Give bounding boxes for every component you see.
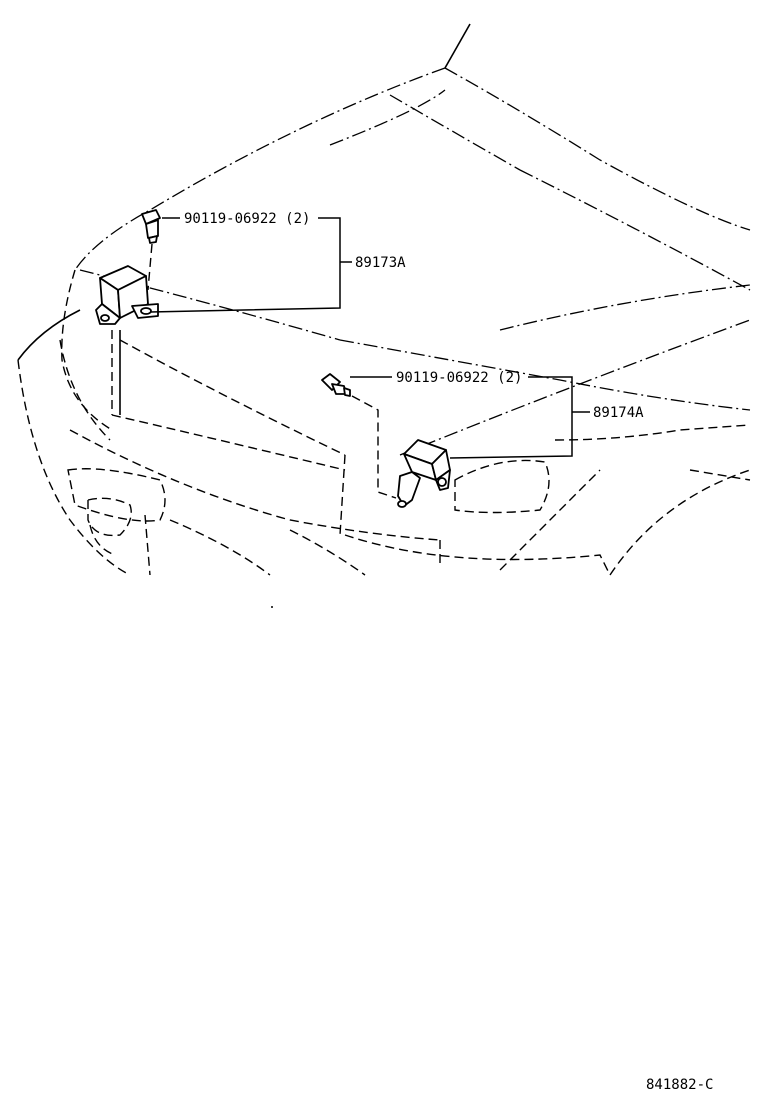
callout-bolt-right: 90119-06922 (2) <box>396 370 522 386</box>
sensor-bracket-right-icon <box>397 439 451 508</box>
leader-lines-right <box>350 376 590 459</box>
bolt-left-icon <box>141 209 161 244</box>
bolt-right-icon <box>321 373 351 397</box>
assembly-89174A <box>321 373 451 508</box>
drawing-code: 841882-C <box>646 1077 713 1093</box>
assembly-89173A <box>95 209 161 325</box>
sensor-box-left-icon <box>95 265 159 325</box>
callout-assembly-89173A: 89173A <box>355 255 406 271</box>
leader-lines-left <box>149 217 352 313</box>
callout-assembly-89174A: 89174A <box>593 405 644 421</box>
callout-bolt-left: 90119-06922 (2) <box>184 211 310 227</box>
stray-dot <box>271 606 273 608</box>
